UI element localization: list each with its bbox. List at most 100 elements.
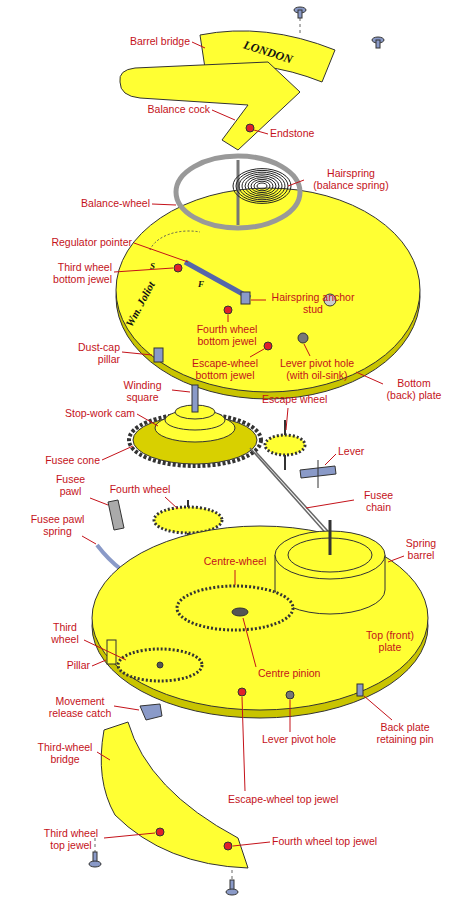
pinion-label: Centre pinion bbox=[258, 668, 338, 680]
spring-barrel bbox=[275, 520, 385, 614]
bottom-plate bbox=[150, 231, 200, 250]
balance-wheel bbox=[248, 178, 276, 195]
bottom-plate bbox=[224, 306, 232, 314]
balance-wheel bbox=[257, 183, 267, 189]
leader-line bbox=[306, 500, 354, 508]
leader-line bbox=[90, 498, 108, 505]
balance-wheel bbox=[176, 156, 300, 228]
balance-wheel bbox=[251, 179, 273, 192]
endstone-label: Endstone bbox=[270, 128, 330, 140]
bottom-plate bbox=[116, 188, 420, 392]
fusee-pawl bbox=[108, 500, 124, 530]
centre-wheel bbox=[177, 586, 293, 630]
leader-line bbox=[172, 390, 190, 392]
bottom-plate bbox=[298, 333, 308, 343]
leader-line bbox=[152, 204, 176, 205]
jewel-label: Third wheel top jewel bbox=[36, 828, 106, 851]
leader-line bbox=[243, 618, 256, 667]
top-plate bbox=[357, 684, 363, 696]
fourth-wheel-label: Fourth wheel bbox=[105, 484, 175, 496]
top-plate bbox=[140, 704, 162, 720]
pivot-hole-label: Lever pivot hole bbox=[262, 734, 352, 746]
fusee-chain bbox=[250, 448, 330, 538]
pillar-label: Pillar bbox=[40, 660, 90, 672]
leader-line bbox=[97, 752, 110, 760]
leader-line bbox=[325, 454, 336, 465]
hairspring-label: Hairspring (balance spring) bbox=[306, 168, 396, 191]
leader-line bbox=[286, 408, 288, 430]
leader-line bbox=[134, 243, 188, 262]
leader-line bbox=[304, 344, 310, 356]
third-wheel-bridge bbox=[224, 842, 232, 850]
leader-line bbox=[102, 446, 133, 460]
leader-line bbox=[137, 414, 158, 426]
bottom-plate bbox=[174, 264, 182, 272]
pillar-label: Dust-cap pillar bbox=[60, 342, 120, 365]
pivot-hole-label: Lever pivot hole (with oil-sink) bbox=[272, 358, 362, 381]
leader-line bbox=[92, 660, 106, 666]
screw bbox=[89, 7, 384, 895]
leader-line bbox=[165, 497, 178, 509]
jewel-label: Third wheel bottom jewel bbox=[30, 262, 112, 285]
leader-line bbox=[356, 372, 383, 384]
leader-line bbox=[84, 640, 126, 660]
leader-line bbox=[114, 706, 139, 710]
dashed-guide bbox=[95, 838, 96, 852]
leader-line bbox=[242, 697, 245, 791]
balance-wheel-label: Balance-wheel bbox=[60, 198, 150, 210]
screw bbox=[89, 861, 101, 867]
dashed-guide bbox=[300, 18, 301, 34]
leader-line bbox=[104, 833, 155, 838]
bottom-plate bbox=[264, 342, 272, 350]
centre-wheel bbox=[232, 608, 248, 616]
screw bbox=[298, 10, 302, 18]
jewel-label: Fourth wheel bottom jewel bbox=[192, 324, 262, 347]
leader-line bbox=[388, 556, 404, 562]
lever bbox=[318, 460, 319, 488]
balance-wheel bbox=[233, 169, 291, 204]
leader-line bbox=[250, 349, 264, 357]
third-wheel-label: Third wheel bbox=[40, 622, 90, 645]
fusee-cone-label: Fusee cone bbox=[30, 455, 100, 467]
catch-label: Movement release catch bbox=[40, 696, 120, 719]
leader-line bbox=[82, 536, 96, 544]
screw bbox=[376, 40, 380, 48]
balance-cock bbox=[246, 124, 254, 132]
escape-wheel bbox=[265, 435, 305, 455]
fourth-wheel bbox=[154, 507, 222, 533]
top-plate bbox=[238, 688, 246, 696]
pawl-label: Fusee pawl bbox=[48, 474, 93, 497]
bottom-plate bbox=[154, 348, 163, 362]
regulator-label: Regulator pointer bbox=[22, 237, 132, 249]
jewel-label: Escape-wheel bottom jewel bbox=[185, 358, 265, 381]
centre-wheel bbox=[177, 586, 293, 630]
bridge-label: Third-wheel bridge bbox=[30, 742, 100, 765]
fusee bbox=[192, 385, 198, 412]
escape-wheel-label: Escape wheel bbox=[262, 394, 342, 406]
lever-label: Lever bbox=[338, 446, 378, 458]
stud-label: Hairspring anchor stud bbox=[268, 292, 358, 315]
balance-wheel bbox=[242, 174, 282, 198]
jewel-label: Fourth wheel top jewel bbox=[272, 836, 392, 848]
leader-line bbox=[192, 42, 205, 48]
leader-line bbox=[251, 300, 266, 301]
leader-line bbox=[288, 180, 304, 186]
bottom-plate bbox=[241, 292, 250, 304]
leader-line bbox=[233, 842, 270, 846]
barrel-bridge-label: Barrel bridge bbox=[90, 36, 190, 48]
leader-line bbox=[290, 700, 291, 732]
top-plate bbox=[92, 526, 428, 720]
cam-label: Stop-work cam bbox=[45, 408, 135, 420]
third-wheel-bridge bbox=[156, 828, 164, 836]
leader-line bbox=[228, 315, 229, 322]
barrel-label: Spring barrel bbox=[398, 538, 444, 561]
leader-line bbox=[114, 268, 173, 272]
centre-wheel-label: Centre-wheel bbox=[200, 556, 270, 568]
pawl-spring-label: Fusee pawl spring bbox=[30, 514, 85, 537]
top-plate bbox=[92, 526, 428, 710]
dashed-guide bbox=[232, 870, 233, 880]
balance-wheel bbox=[239, 172, 285, 200]
plate-label: Bottom (back) plate bbox=[385, 378, 443, 401]
leader-line bbox=[254, 130, 268, 134]
plate-label: Top (front) plate bbox=[366, 630, 414, 653]
